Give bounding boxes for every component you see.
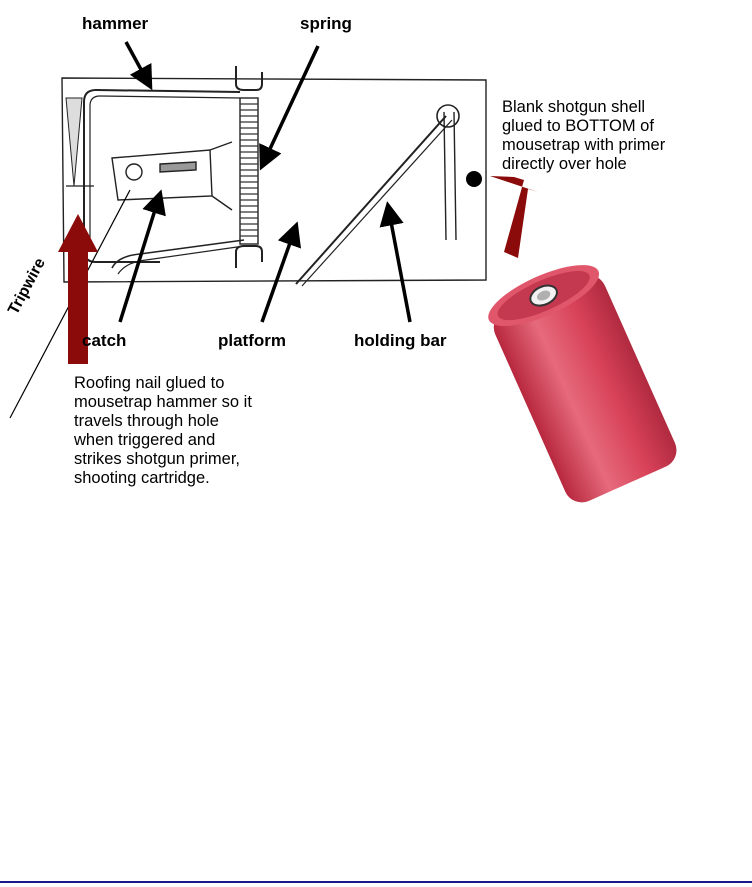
holding-bar-label: holding bar: [354, 332, 447, 349]
nail-note-line: when triggered and: [74, 431, 252, 450]
catch-label: catch: [82, 332, 126, 349]
shell-note-line: mousetrap with primer: [502, 136, 665, 155]
black-arrow-icon: [126, 42, 150, 86]
platform-label: platform: [218, 332, 286, 349]
bottom-divider: [0, 881, 752, 883]
hole-dot-icon: [466, 171, 482, 187]
spring-label: spring: [300, 15, 352, 32]
black-arrow-icon: [388, 206, 410, 322]
black-arrow-icon: [262, 46, 318, 166]
shell-note-line: glued to BOTTOM of: [502, 117, 665, 136]
nail-note-line: shooting cartridge.: [74, 469, 252, 488]
hammer-label: hammer: [82, 15, 148, 32]
nail-note-line: Roofing nail glued to: [74, 374, 252, 393]
nail-note: Roofing nail glued to mousetrap hammer s…: [74, 374, 252, 488]
shotgun-shell-image: [481, 253, 683, 508]
black-arrow-icon: [262, 226, 296, 322]
shell-note-line: directly over hole: [502, 155, 665, 174]
shell-note-line: Blank shotgun shell: [502, 98, 665, 117]
shell-note: Blank shotgun shell glued to BOTTOM of m…: [502, 98, 665, 174]
mousetrap-drawing: [62, 66, 486, 286]
nail-note-line: travels through hole: [74, 412, 252, 431]
red-arrows: [58, 176, 538, 364]
red-arrow-icon: [490, 176, 538, 258]
black-arrow-icon: [120, 194, 160, 322]
nail-note-line: strikes shotgun primer,: [74, 450, 252, 469]
nail-note-line: mousetrap hammer so it: [74, 393, 252, 412]
